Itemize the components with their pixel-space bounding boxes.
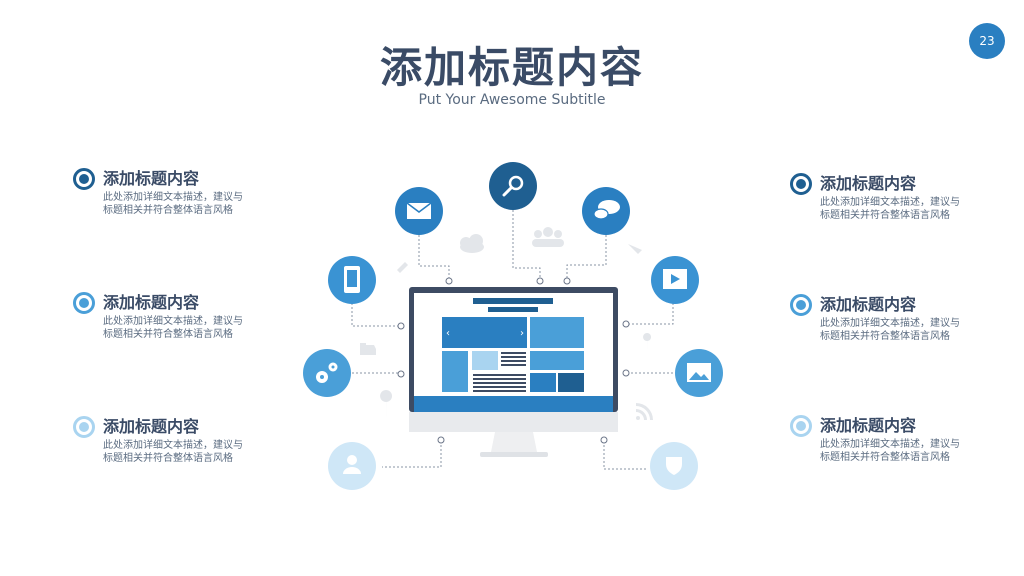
- satellite-icon: [628, 244, 642, 254]
- background-glyphs: [360, 227, 653, 420]
- page-title: 添加标题内容: [379, 43, 644, 92]
- svg-text:›: ›: [520, 328, 524, 339]
- page-subtitle: Put Your Awesome Subtitle: [418, 92, 606, 108]
- location-icon: [380, 390, 393, 420]
- item-heading: 添加标题内容: [103, 169, 200, 188]
- bullet-marker: [790, 294, 812, 316]
- item-heading: 添加标题内容: [103, 293, 200, 312]
- thumbs-up-icon: [360, 343, 376, 355]
- item-description: 此处添加详细文本描述，建议与标题相关并符合整体语言风格: [820, 197, 960, 221]
- search-icon: [489, 162, 537, 210]
- connector-lines: [351, 210, 674, 470]
- image-icon: [675, 349, 723, 397]
- mail-icon: [395, 187, 443, 235]
- bullet-marker: [790, 415, 812, 437]
- bullet-marker: [73, 416, 95, 438]
- users-icon: [532, 227, 564, 247]
- bullet-marker: [73, 168, 95, 190]
- shield-icon: [650, 442, 698, 490]
- connector-dots: [397, 277, 630, 444]
- mobile-icon: [328, 256, 376, 304]
- link-icon: [397, 262, 408, 273]
- item-heading: 添加标题内容: [820, 174, 917, 193]
- item-heading: 添加标题内容: [820, 416, 917, 435]
- user-icon: [328, 442, 376, 490]
- item-description: 此处添加详细文本描述，建议与标题相关并符合整体语言风格: [820, 318, 960, 342]
- item-description: 此处添加详细文本描述，建议与标题相关并符合整体语言风格: [820, 439, 960, 463]
- item-description: 此处添加详细文本描述，建议与标题相关并符合整体语言风格: [103, 192, 243, 216]
- item-description: 此处添加详细文本描述，建议与标题相关并符合整体语言风格: [103, 316, 243, 340]
- page-number-badge: 23: [969, 23, 1005, 59]
- chat-icon: [582, 187, 630, 235]
- gears-icon: [303, 349, 351, 397]
- item-heading: 添加标题内容: [103, 417, 200, 436]
- bulb-icon: [643, 333, 652, 351]
- bullet-marker: [790, 173, 812, 195]
- svg-text:‹: ‹: [446, 328, 450, 339]
- monitor: ‹ ›: [409, 287, 618, 457]
- bullet-marker: [73, 292, 95, 314]
- item-description: 此处添加详细文本描述，建议与标题相关并符合整体语言风格: [103, 440, 243, 464]
- rss-icon: [636, 403, 653, 420]
- item-heading: 添加标题内容: [820, 295, 917, 314]
- video-icon: [651, 256, 699, 304]
